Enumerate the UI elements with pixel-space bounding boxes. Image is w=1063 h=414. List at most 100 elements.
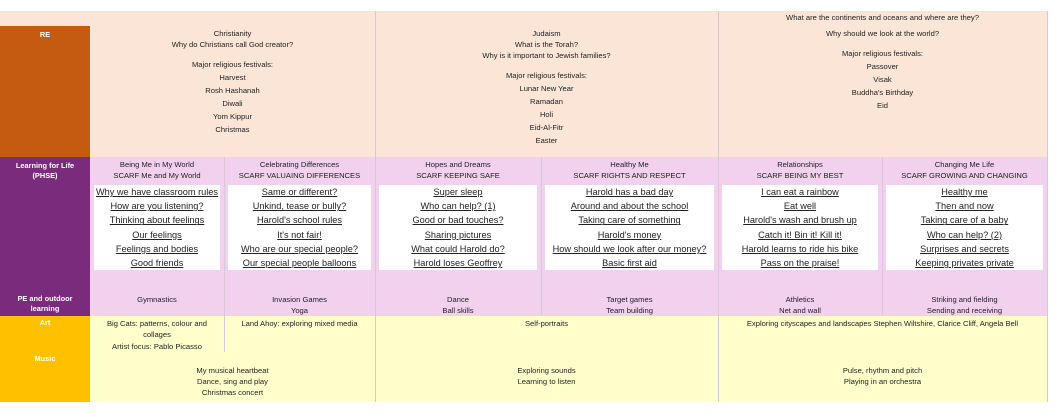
re-header-label: RE [39,30,51,39]
re-text: Major religious festivals: [841,49,924,58]
lesson-item: How should we look after our money? [552,243,707,254]
re-festival: Holi [539,110,554,119]
art-topic: Exploring cityscapes and landscapes Step… [746,319,1019,328]
art-header-label: Art [39,318,51,327]
pe-col-3: Dance Ball skills [375,292,541,316]
music-row-header: Music [0,352,90,402]
music-topic: Playing in an orchestra [843,377,922,386]
re-text: Christianity [213,29,252,38]
pe-header-line: learning [30,303,60,313]
unit-scarf: SCARF RIGHTS AND RESPECT [573,171,686,180]
geography-question-text: What are the continents and oceans and w… [786,13,979,22]
lesson-item: Taking care of something [578,215,681,226]
lesson-item: Our special people balloons [242,258,357,269]
lesson-item: Eat well [783,201,817,212]
pe-activity: Sending and receiving [926,306,1003,315]
music-spring: Exploring sounds Learning to listen [375,352,718,402]
pe-col-5: Athletics Net and wall [718,292,882,316]
art-topic: Big Cats: patterns, colour and collages [106,319,208,340]
lfl-unit-3: Hopes and Dreams SCARF KEEPING SAFE Supe… [375,157,541,292]
lesson-item: Surprises and secrets [920,243,1009,254]
art-col-4: Exploring cityscapes and landscapes Step… [718,316,1047,352]
art-topic: Self-portraits [524,319,569,328]
re-text: Why should we look at the world? [825,29,940,38]
re-festival: Eid-Al-Fitr [529,123,564,132]
top-row-col1 [90,11,375,26]
re-row-header: RE [0,26,90,157]
unit-title: Being Me in My World [119,160,195,169]
lesson-item: I can eat a rainbow [761,187,839,197]
lesson-item: Who can help? (1) [420,201,496,212]
column-divider [541,157,542,316]
re-festival: Harvest [219,73,246,82]
unit-title: Hopes and Dreams [425,160,491,169]
re-festival: Easter [535,136,558,145]
pe-header-line: PE and outdoor [17,294,73,303]
lesson-item: Around and about the school [570,201,689,212]
re-autumn: Christianity Why do Christians call God … [90,26,375,157]
lesson-item: It's not fair! [277,229,322,240]
lesson-item: Harold's school rules [257,215,342,226]
re-festival: Rosh Hashanah [205,86,260,95]
pe-activity: Yoga [290,306,309,315]
pe-col-1: Gymnastics [90,292,224,316]
column-divider [1047,11,1048,402]
lesson-item: Then and now [935,201,994,212]
pe-col-2: Invasion Games Yoga [224,292,375,316]
music-header-label: Music [34,354,56,363]
lesson-item: Good or bad touches? [412,215,504,226]
re-text: Major religious festivals: [505,71,588,80]
re-festival: Lunar New Year [519,84,574,93]
lesson-item: Harold has a bad day [585,187,674,197]
music-autumn: My musical heartbeat Dance, sing and pla… [90,352,375,402]
music-topic: Learning to listen [517,377,576,386]
lfl-row-header: Learning for Life (PHSE) [0,157,90,292]
re-summer: Why should we look at the world? Major r… [718,26,1047,157]
music-topic: My musical heartbeat [196,366,269,375]
unit-title: Healthy Me [610,160,649,169]
music-topic: Pulse, rhythm and pitch [842,366,923,375]
lesson-item: Who can help? (2) [926,229,1003,240]
column-divider [718,11,719,402]
pe-col-4: Target games Team building [541,292,718,316]
top-row-col2 [375,11,718,26]
column-divider [375,11,376,402]
lesson-item: How are you listening? [110,201,204,212]
art-row-header: Art [0,316,90,352]
column-divider [882,157,883,316]
re-festival: Eid [877,101,888,110]
re-festival: Buddha's Birthday [851,88,914,97]
pe-activity: Dance [447,295,469,304]
pe-activity: Team building [606,306,653,315]
lesson-list: Same or different? Unkind, tease or bull… [228,185,371,271]
lesson-item: Pass on the praise! [760,258,840,269]
re-festival: Passover [866,62,899,71]
lfl-unit-6: Changing Me Life SCARF GROWING AND CHANG… [882,157,1047,292]
music-topic: Dance, sing and play [197,377,268,386]
pe-row-header: PE and outdoor learning [0,292,90,316]
lesson-item: Basic first aid [602,258,657,269]
lesson-list: Healthy me Then and now Taking care of a… [886,185,1043,271]
re-festival: Ramadan [530,97,563,106]
unit-scarf: SCARF Me and My World [113,171,201,180]
lfl-unit-1: Being Me in My World SCARF Me and My Wor… [90,157,224,292]
re-festival: Visak [873,75,892,84]
lesson-item: Same or different? [261,187,338,197]
re-festival: Christmas [215,125,250,134]
lesson-list: Super sleep Who can help? (1) Good or ba… [379,185,537,271]
re-text: What is the Torah? [514,40,579,49]
unit-scarf: SCARF GROWING AND CHANGING [901,171,1028,180]
pe-col-6: Striking and fielding Sending and receiv… [882,292,1047,316]
lesson-item: Unkind, tease or bully? [252,201,347,212]
pe-activity: Target games [606,295,653,304]
top-row-header [0,11,90,26]
lesson-item: Harold loses Geoffrey [413,258,503,269]
music-topic: Christmas concert [201,388,264,397]
lesson-list: Why we have classroom rules How are you … [94,185,220,271]
lesson-item: Thinking about feelings [109,215,205,226]
lesson-item: Catch it! Bin it! Kill it! [758,229,842,240]
lesson-item: Sharing pictures [424,229,492,240]
lesson-item: Why we have classroom rules [95,187,219,197]
geography-question: What are the continents and oceans and w… [718,11,1047,26]
